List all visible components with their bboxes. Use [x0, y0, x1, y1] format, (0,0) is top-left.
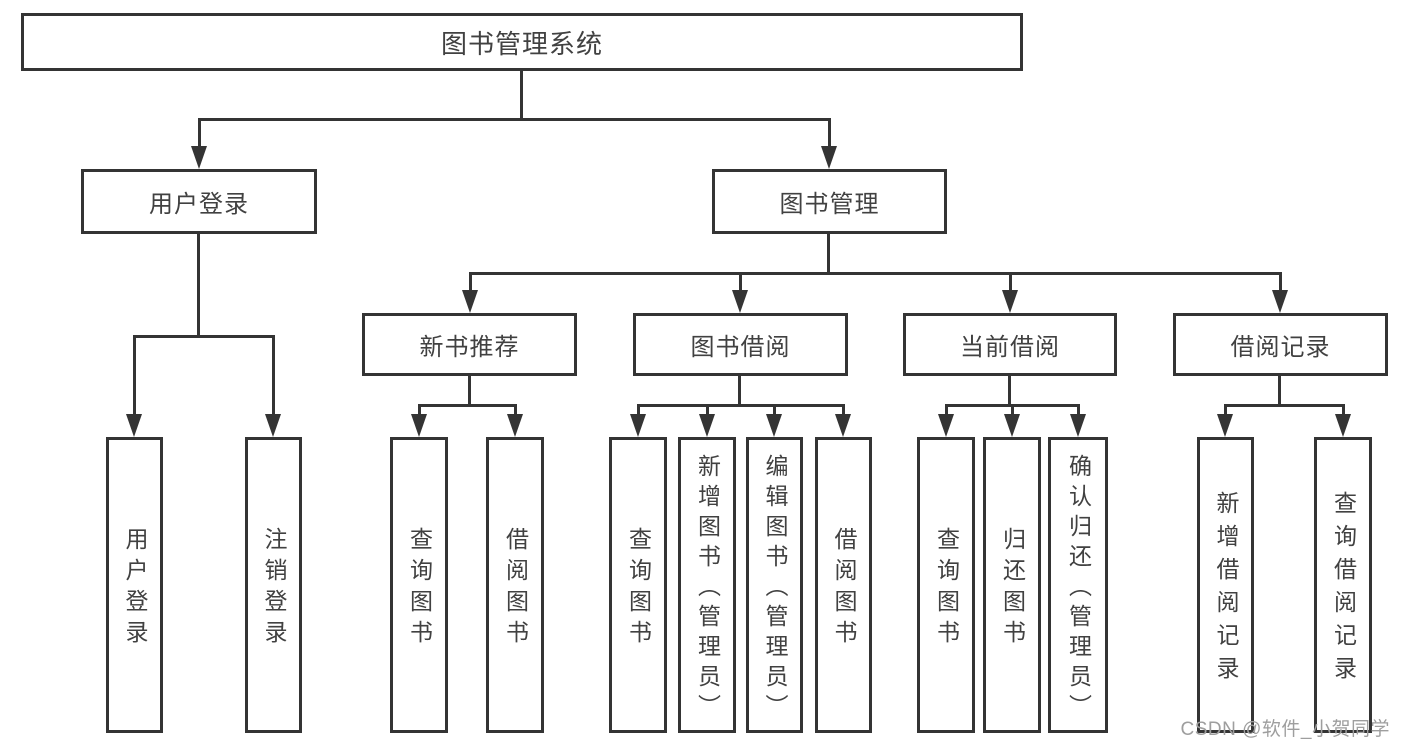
arrowhead-leaf-query-3	[938, 414, 954, 437]
leaf-borrow-books-2: 借阅图书	[815, 437, 872, 733]
arrowhead-user-login	[191, 146, 207, 169]
arrowhead-leaf-logout	[265, 414, 281, 437]
connector-to-leaf-query-2	[637, 404, 640, 416]
leaf-query-books-1: 查询图书	[390, 437, 448, 733]
arrowhead-leaf-borrow-1	[507, 414, 523, 437]
arrowhead-book-borrowing	[732, 290, 748, 313]
connector-to-leaf-confirm-return	[1077, 404, 1080, 416]
leaf-label: 确认归还（管理员）	[1065, 453, 1092, 724]
connector-to-new-book-recommend	[469, 272, 472, 293]
connector-records-down	[1278, 376, 1281, 407]
connector-to-leaf-query-record	[1342, 404, 1345, 416]
connector-to-leaf-add-books	[706, 404, 709, 416]
node-label: 借阅记录	[1230, 334, 1331, 361]
leaf-label: 归还图书	[999, 527, 1026, 651]
leaf-confirm-return-admin: 确认归还（管理员）	[1048, 437, 1108, 733]
connector-book-management-bus	[469, 272, 1282, 275]
arrowhead-leaf-borrow-2	[835, 414, 851, 437]
connector-new-book-down	[468, 376, 471, 407]
node-label: 用户登录	[149, 191, 249, 218]
node-label: 新书推荐	[419, 334, 520, 361]
leaf-edit-books-admin: 编辑图书（管理员）	[746, 437, 803, 733]
node-label: 当前借阅	[960, 334, 1060, 361]
leaf-label: 查询图书	[406, 527, 433, 651]
leaf-label: 新增图书（管理员）	[694, 453, 721, 724]
csdn-watermark: CSDN @软件_小贺同学	[1180, 719, 1390, 740]
arrowhead-leaf-query-record	[1335, 414, 1351, 437]
leaf-label: 用户登录	[122, 527, 148, 651]
connector-book-management-down	[827, 234, 830, 275]
leaf-query-borrow-record: 查询借阅记录	[1314, 437, 1372, 733]
arrowhead-new-book-recommend	[462, 290, 478, 313]
node-library-management-system: 图书管理系统	[21, 13, 1023, 71]
leaf-label: 编辑图书（管理员）	[762, 453, 788, 724]
connector-new-book-bus	[418, 404, 517, 407]
connector-to-book-management	[828, 118, 831, 149]
node-label: 图书管理系统	[440, 28, 603, 59]
connector-borrowing-down	[738, 376, 741, 407]
leaf-add-borrow-record: 新增借阅记录	[1197, 437, 1254, 733]
connector-to-leaf-borrow-1	[514, 404, 517, 416]
leaf-borrow-books-1: 借阅图书	[486, 437, 544, 733]
leaf-label: 借阅图书	[502, 527, 529, 651]
arrowhead-book-management	[821, 146, 837, 169]
connector-to-leaf-query-1	[418, 404, 421, 416]
node-book-borrowing: 图书借阅	[633, 313, 848, 376]
connector-root-bus	[198, 118, 831, 121]
connector-to-leaf-return	[1011, 404, 1014, 416]
leaf-label: 查询借阅记录	[1330, 491, 1357, 689]
connector-user-login-down	[197, 234, 200, 338]
arrowhead-leaf-query-1	[411, 414, 427, 437]
connector-borrowing-bus	[637, 404, 845, 407]
node-new-book-recommend: 新书推荐	[362, 313, 577, 376]
connector-to-leaf-borrow-2	[842, 404, 845, 416]
leaf-add-books-admin: 新增图书（管理员）	[678, 437, 736, 733]
leaf-logout: 注销登录	[245, 437, 302, 733]
arrowhead-leaf-return	[1004, 414, 1020, 437]
leaf-user-login: 用户登录	[106, 437, 163, 733]
arrowhead-leaf-edit-books	[766, 414, 782, 437]
connector-to-leaf-add-record	[1224, 404, 1227, 416]
connector-to-leaf-logout	[272, 335, 275, 417]
node-current-borrowing: 当前借阅	[903, 313, 1117, 376]
node-user-login: 用户登录	[81, 169, 317, 234]
connector-to-book-borrowing	[739, 272, 742, 293]
node-label: 图书借阅	[690, 334, 791, 361]
leaf-query-books-2: 查询图书	[609, 437, 667, 733]
connector-to-borrow-records	[1279, 272, 1282, 293]
connector-current-down	[1008, 376, 1011, 407]
connector-to-leaf-user-login	[133, 335, 136, 417]
node-book-management: 图书管理	[712, 169, 947, 234]
node-borrow-records: 借阅记录	[1173, 313, 1388, 376]
connector-to-current-borrowing	[1009, 272, 1012, 293]
leaf-label: 新增借阅记录	[1213, 491, 1239, 689]
arrowhead-current-borrowing	[1002, 290, 1018, 313]
leaf-query-books-3: 查询图书	[917, 437, 975, 733]
leaf-return-books: 归还图书	[983, 437, 1041, 733]
arrowhead-leaf-query-2	[630, 414, 646, 437]
arrowhead-leaf-user-login	[126, 414, 142, 437]
connector-to-leaf-edit-books	[773, 404, 776, 416]
arrowhead-leaf-add-record	[1217, 414, 1233, 437]
connector-to-user-login	[198, 118, 201, 149]
connector-records-bus	[1224, 404, 1345, 407]
arrowhead-leaf-confirm-return	[1070, 414, 1086, 437]
connector-to-leaf-query-3	[945, 404, 948, 416]
arrowhead-borrow-records	[1272, 290, 1288, 313]
leaf-label: 借阅图书	[831, 527, 857, 651]
leaf-label: 查询图书	[933, 527, 960, 651]
leaf-label: 注销登录	[261, 527, 287, 651]
arrowhead-leaf-add-books	[699, 414, 715, 437]
leaf-label: 查询图书	[625, 527, 652, 651]
connector-user-login-bus	[133, 335, 275, 338]
connector-root-down	[520, 70, 523, 121]
node-label: 图书管理	[779, 191, 880, 218]
